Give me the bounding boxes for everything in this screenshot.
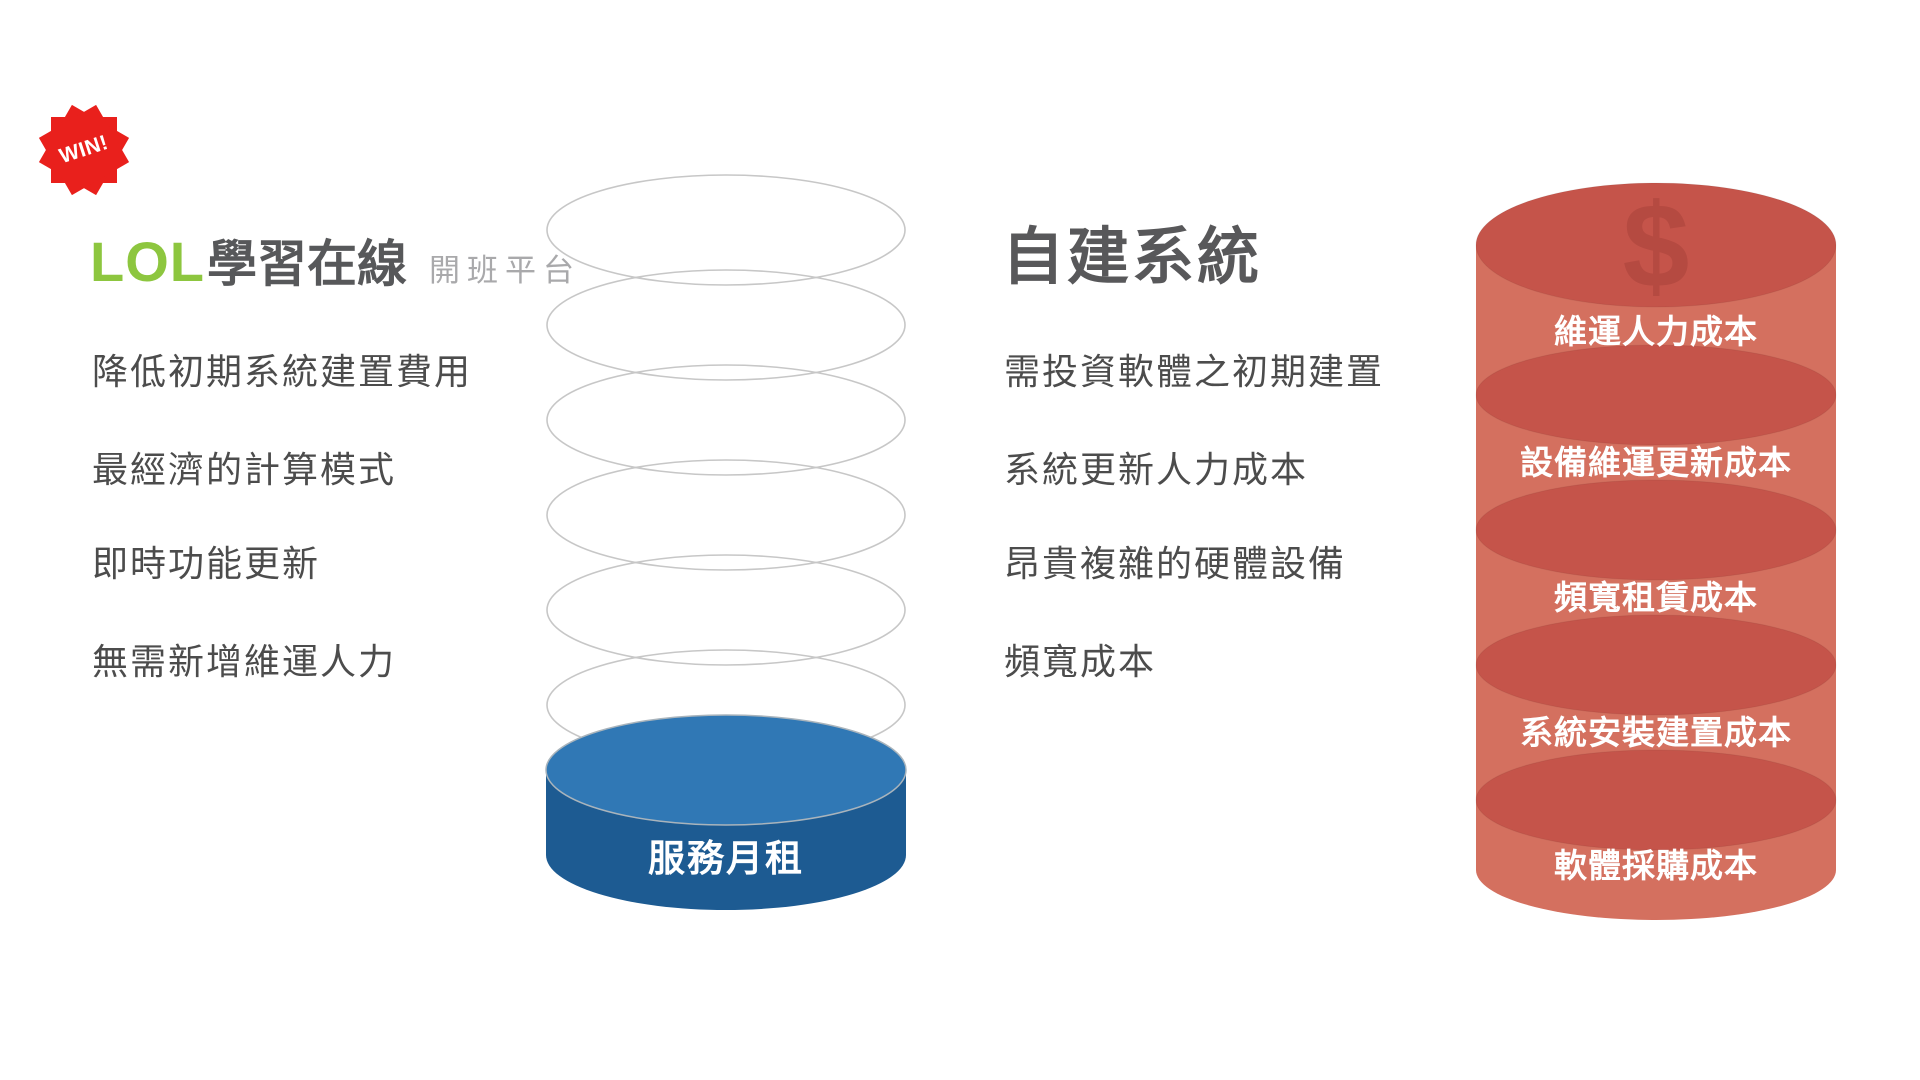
dollar-icon: $ [1623,179,1690,313]
feature-item: 即時功能更新 [92,543,321,584]
drawback-item: 頻寬成本 [1004,641,1157,682]
drawback-item: 系統更新人力成本 [1004,449,1309,490]
win-badge: WIN! [34,100,134,200]
wire-ring [546,459,906,571]
logo-lol-text: LOL [90,230,205,293]
cost-disc-label: 頻寬租賃成本 [1554,579,1758,616]
logo: LOL 學習在線 開班平台 [90,224,581,296]
wire-ring [546,364,906,476]
cost-stack: $ 維運人力成本 設備維運更新成本 頻寬租賃成本 系統安裝建置成本 軟體採購成本 [1475,179,1837,920]
logo-brand-text: 學習在線 [206,236,407,292]
wire-ring [546,174,906,286]
win-label: WIN! [56,130,112,169]
cost-disc-label: 軟體採購成本 [1554,847,1758,884]
cost-disc-top [1475,479,1837,581]
feature-item: 無需新增維運人力 [92,641,397,682]
cost-disc-label: 設備維運更新成本 [1520,444,1792,481]
cost-disc-top [1475,749,1837,851]
feature-item: 降低初期系統建置費用 [92,351,473,392]
cost-disc-label: 維運人力成本 [1554,313,1758,350]
monthly-fee-cylinder: 服務月租 [545,174,907,910]
logo-tagline-text: 開班平台 [428,253,581,288]
cost-disc-label: 系統安裝建置成本 [1520,714,1792,751]
wire-ring [546,269,906,381]
cost-disc-top [1475,614,1837,716]
drawback-item: 需投資軟體之初期建置 [1004,351,1385,392]
blue-disc-label: 服務月租 [648,838,804,879]
self-built-title: 自建系統 [1002,223,1263,292]
cost-disc-top [1475,344,1837,446]
wire-ring [546,554,906,666]
blue-disc-top [545,714,907,826]
feature-item: 最經濟的計算模式 [92,449,397,490]
cost-disc-top [1475,182,1837,308]
drawback-item: 昂貴複雜的硬體設備 [1004,543,1347,584]
